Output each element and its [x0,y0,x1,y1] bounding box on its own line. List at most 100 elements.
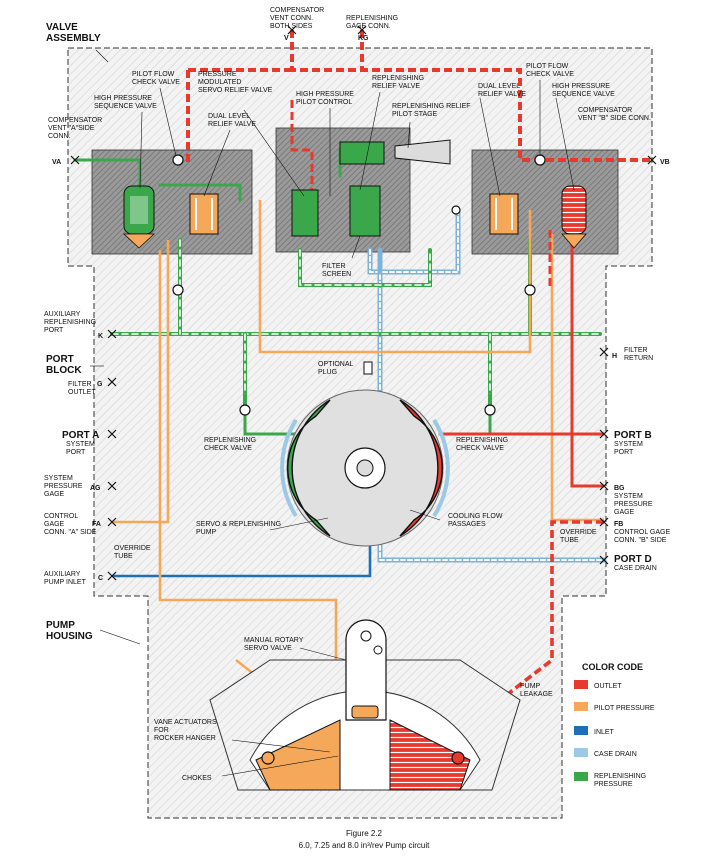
dual-level-left-1: DUAL LEVEL [208,113,250,120]
valve-blocks [91,127,619,255]
legend-item-replenishing: REPLENISHING PRESSURE [574,772,646,788]
repl-relief-valve-2: RELIEF VALVE [372,83,420,90]
cooling-flow-1: COOLING FLOW [448,513,503,520]
system-port-a-1: SYSTEM [66,441,95,448]
repl-check-left-2: CHECK VALVE [204,445,252,452]
caption-line-2: 6.0, 7.25 and 8.0 in³/rev Pump circuit [299,841,431,850]
pilot-flow-check-right-1: PILOT FLOW [526,63,569,70]
port-b-label: PORT B [614,430,652,441]
repl-check-left-1: REPLENISHING [204,437,256,444]
port-va-label: VA [52,159,61,166]
sys-pressure-gage-b-3: GAGE [614,509,635,516]
comp-vent-conn-3: BOTH SIDES [270,23,313,30]
repl-check-right-1: REPLENISHING [456,437,508,444]
repl-check-right-2: CHECK VALVE [456,445,504,452]
port-markers [70,25,657,581]
port-bg-label: BG [614,485,625,492]
comp-vent-a-3: CONN. [48,133,71,140]
hp-seq-left-2: SEQUENCE VALVE [94,103,157,110]
valve-assembly-title-2: ASSEMBLY [46,33,101,44]
port-fa-label: FA [92,521,101,528]
filter-return-2: RETURN [624,355,653,362]
control-gage-b-1: CONTROL GAGE [614,529,670,536]
sys-pressure-gage-a-1: SYSTEM [44,475,73,482]
aux-pump-inlet-1: AUXILIARY [44,571,81,578]
leader-lines [90,49,575,777]
legend-swatch-pilot-pressure [574,702,588,711]
servo-repl-pump-1: SERVO & REPLENISHING [196,521,281,528]
port-h-label: H [612,353,617,360]
legend-item-outlet: OUTLET [574,680,622,690]
figure-caption: Figure 2.2 6.0, 7.25 and 8.0 in³/rev Pum… [299,829,431,850]
port-c-label: C [98,575,103,582]
chokes-label: CHOKES [182,775,212,782]
system-port-b-2: PORT [614,449,634,456]
section-labels: VALVE ASSEMBLY PORT BLOCK PUMP HOUSING [46,22,101,642]
filter-screen-2: SCREEN [322,271,351,278]
pump-leakage-2: LEAKAGE [520,691,553,698]
comp-vent-conn-2: VENT CONN. [270,15,313,22]
aux-repl-port-1: AUXILIARY [44,311,81,318]
port-vb-label: VB [660,159,670,166]
optional-plug-2: PLUG [318,369,337,376]
override-tube-right-1: OVERRIDE [560,529,597,536]
aux-repl-port-3: PORT [44,327,64,334]
case-drain-label: CASE DRAIN [614,565,657,572]
comp-vent-a-1: COMPENSATOR [48,117,102,124]
vane-actuators-2: FOR [154,727,169,734]
legend-item-case-drain: CASE DRAIN [574,748,637,758]
rocker-hanger [209,619,521,791]
sys-pressure-gage-a-3: GAGE [44,491,65,498]
override-tube-right-2: TUBE [560,537,579,544]
comp-vent-conn-1: COMPENSATOR [270,7,324,14]
port-ag-label: AG [90,485,101,492]
hp-pilot-control-2: PILOT CONTROL [296,99,352,106]
legend-label-replenishing-2: PRESSURE [594,781,633,788]
control-gage-a-1: CONTROL [44,513,78,520]
filter-return-1: FILTER [624,347,648,354]
valve-assembly-title-1: VALVE [46,22,78,33]
color-code-legend: COLOR CODE OUTLET PILOT PRESSURE INLET C… [574,662,655,788]
port-d-label: PORT D [614,554,652,565]
dual-level-left-2: RELIEF VALVE [208,121,256,128]
repl-relief-pilot-1: REPLENISHING RELIEF [392,103,471,110]
pilot-flow-check-right-2: CHECK VALVE [526,71,574,78]
filter-outlet-1: FILTER [68,381,92,388]
control-gage-b-2: CONN. "B" SIDE [614,537,667,544]
hp-pilot-control-1: HIGH PRESSURE [296,91,354,98]
legend-label-outlet: OUTLET [594,683,622,690]
sys-pressure-gage-b-2: PRESSURE [614,501,653,508]
port-kg-label: KG [358,35,369,42]
dual-level-right-2: RELIEF VALVE [478,91,526,98]
servo-replenishing-pump [280,389,450,547]
legend-title: COLOR CODE [582,662,643,672]
legend-label-case-drain: CASE DRAIN [594,751,637,758]
filter-outlet-2: OUTLET [68,389,96,396]
repl-relief-valve-1: REPLENISHING [372,75,424,82]
cooling-flow-2: PASSAGES [448,521,486,528]
legend-swatch-replenishing [574,772,588,781]
comp-vent-b-1: COMPENSATOR [578,107,632,114]
pump-leakage-1: PUMP [520,683,541,690]
pressure-mod-servo-2: MODULATED [198,79,241,86]
manual-rotary-servo-2: SERVO VALVE [244,645,292,652]
sys-pressure-gage-b-1: SYSTEM [614,493,643,500]
servo-repl-pump-2: PUMP [196,529,217,536]
port-block-title-1: PORT [46,354,74,365]
repl-gage-conn-2: GAGE CONN. [346,23,391,30]
pressure-mod-servo-1: PRESSURE [198,71,237,78]
override-tube-left-1: OVERRIDE [114,545,151,552]
component-labels: COMPENSATOR VENT CONN. BOTH SIDES V REPL… [44,7,670,782]
port-v-label: V [284,35,289,42]
aux-pump-inlet-2: PUMP INLET [44,579,87,586]
control-gage-a-2: GAGE [44,521,65,528]
legend-label-pilot-pressure: PILOT PRESSURE [594,705,655,712]
port-block-title-2: BLOCK [46,365,82,376]
caption-line-1: Figure 2.2 [346,829,383,838]
aux-repl-port-2: REPLENISHING [44,319,96,326]
legend-label-replenishing: REPLENISHING [594,773,646,780]
comp-vent-b-2: VENT "B" SIDE CONN. [578,115,651,122]
optional-plug-1: OPTIONAL [318,361,354,368]
legend-swatch-outlet [574,680,588,689]
